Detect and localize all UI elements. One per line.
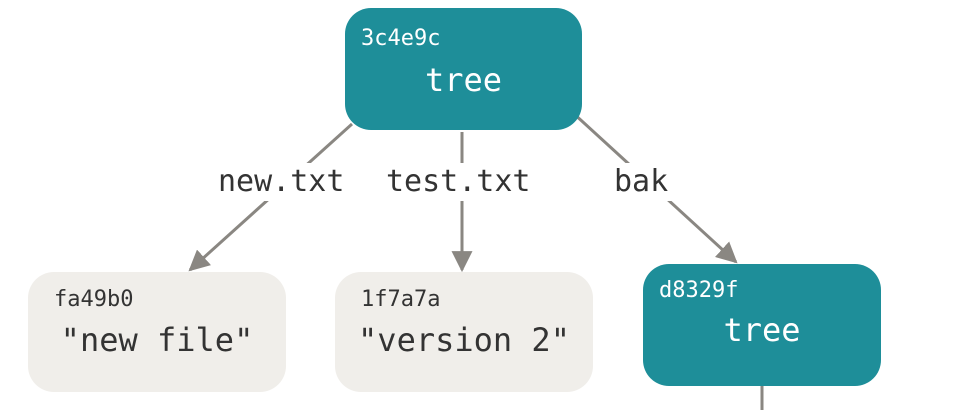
blob-node-version-2: 1f7a7a "version 2" <box>335 272 593 392</box>
blob-version-2-content: "version 2" <box>358 321 570 359</box>
root-tree-id: 3c4e9c <box>361 26 441 51</box>
edge-label-test-txt: test.txt <box>380 163 537 201</box>
blob-node-new-file: fa49b0 "new file" <box>28 272 286 392</box>
edge-label-bak: bak <box>608 163 675 201</box>
sub-tree-node: d8329f tree <box>643 264 881 386</box>
root-tree-node: 3c4e9c tree <box>345 8 582 130</box>
blob-new-file-content: "new file" <box>60 321 254 359</box>
sub-tree-id: d8329f <box>659 278 739 303</box>
blob-version-2-id: 1f7a7a <box>361 287 441 312</box>
blob-new-file-id: fa49b0 <box>54 287 134 312</box>
sub-tree-label: tree <box>723 311 801 349</box>
root-tree-label: tree <box>424 61 503 99</box>
edge-label-new-txt: new.txt <box>212 163 351 201</box>
